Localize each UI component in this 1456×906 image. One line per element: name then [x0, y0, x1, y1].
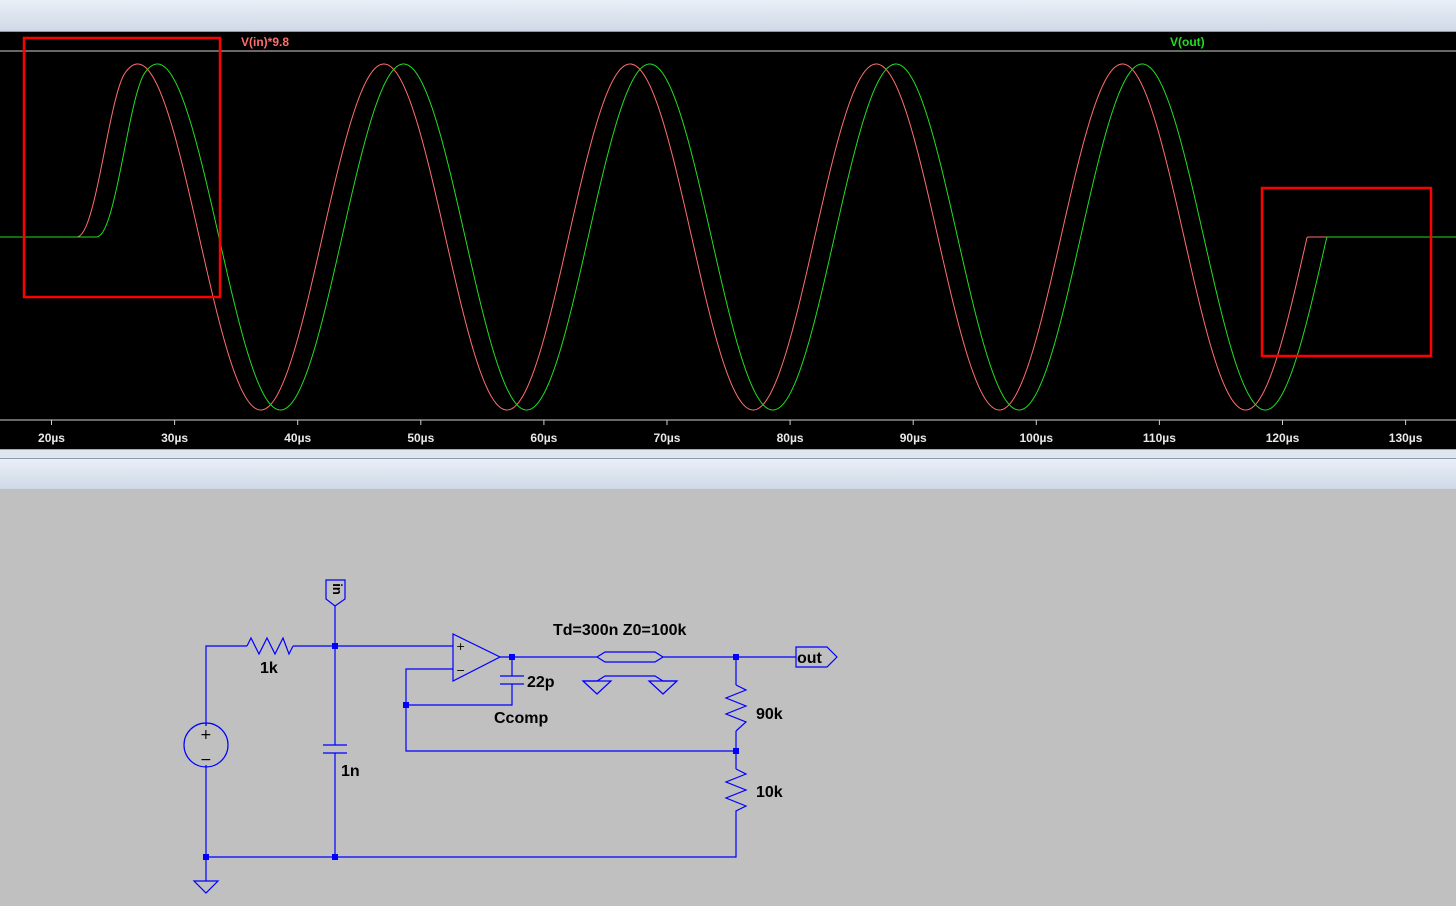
- opamp-plus-label: +: [456, 640, 465, 653]
- trace-vout: [0, 63, 1456, 411]
- wire-feedback: [405, 668, 736, 752]
- x-tick-label: 30µs: [161, 431, 188, 445]
- trace-label-vin[interactable]: V(in)*9.8: [241, 35, 289, 49]
- trace-label-vout[interactable]: V(out): [1170, 35, 1205, 49]
- opamp[interactable]: + −: [452, 633, 502, 682]
- label-ccomp-value[interactable]: 22p: [527, 674, 555, 691]
- ground-icon: [192, 880, 220, 894]
- resistor-r3[interactable]: [724, 768, 748, 819]
- x-tick-label: 70µs: [654, 431, 681, 445]
- source-minus-label: −: [200, 752, 212, 768]
- pane-splitter[interactable]: [0, 449, 1456, 459]
- x-tick-label: 60µs: [530, 431, 557, 445]
- resistor-r1[interactable]: [246, 636, 294, 656]
- waveform-plot-pane[interactable]: V(in)*9.8 V(out) 20µs 30µs 40µs 50µs 60µs 70µ…: [0, 32, 1456, 449]
- capacitor-ccomp[interactable]: [500, 675, 524, 685]
- port-in[interactable]: in: [325, 579, 346, 607]
- port-in-label: in: [330, 583, 345, 595]
- wire-ccomp-bottom: [406, 684, 513, 706]
- x-tick-label: 90µs: [900, 431, 927, 445]
- junction-node: [203, 854, 209, 860]
- x-tick-label: 80µs: [777, 431, 804, 445]
- x-axis-ticks: 20µs 30µs 40µs 50µs 60µs 70µs 80µs 90µs 100µs 110…: [38, 420, 1423, 445]
- capacitor-c1[interactable]: [323, 744, 347, 754]
- x-tick-label: 120µs: [1266, 431, 1300, 445]
- transmission-line[interactable]: [581, 651, 679, 695]
- label-tline[interactable]: Td=300n Z0=100k: [553, 622, 687, 639]
- label-c1[interactable]: 1n: [341, 763, 360, 780]
- junction-node: [332, 643, 338, 649]
- label-ccomp-name[interactable]: Ccomp: [494, 710, 548, 727]
- junction-node: [733, 654, 739, 660]
- opamp-minus-label: −: [456, 664, 465, 677]
- junction-node: [403, 702, 409, 708]
- x-tick-label: 110µs: [1143, 431, 1176, 445]
- port-out[interactable]: out: [795, 646, 838, 668]
- x-tick-label: 50µs: [407, 431, 434, 445]
- label-r3[interactable]: 10k: [756, 784, 783, 801]
- trace-vin: [0, 63, 1456, 411]
- waveform-plot: V(in)*9.8 V(out) 20µs 30µs 40µs 50µs 60µs 70µ…: [0, 35, 1456, 445]
- plot-window-titlebar[interactable]: [0, 0, 1456, 32]
- x-tick-label: 100µs: [1019, 431, 1053, 445]
- highlight-box-end: [1260, 186, 1433, 358]
- x-tick-label: 130µs: [1389, 431, 1423, 445]
- schematic-pane[interactable]: + − + − in out: [0, 489, 1456, 904]
- junction-node: [332, 854, 338, 860]
- schematic-window-titlebar[interactable]: [0, 458, 1456, 490]
- schematic: + − + − in out: [183, 579, 838, 894]
- label-r2[interactable]: 90k: [756, 706, 783, 723]
- highlight-box-start: [22, 36, 222, 299]
- x-tick-label: 40µs: [284, 431, 311, 445]
- voltage-source[interactable]: + −: [183, 722, 229, 768]
- source-plus-label: +: [200, 727, 212, 743]
- port-out-label: out: [797, 650, 823, 667]
- wire-src-to-r1: [205, 645, 247, 726]
- label-r1[interactable]: 1k: [260, 660, 278, 677]
- wire-ground-bus: [206, 819, 737, 858]
- junction-node: [733, 748, 739, 754]
- x-tick-label: 20µs: [38, 431, 65, 445]
- resistor-r2[interactable]: [724, 684, 748, 732]
- junction-node: [509, 654, 515, 660]
